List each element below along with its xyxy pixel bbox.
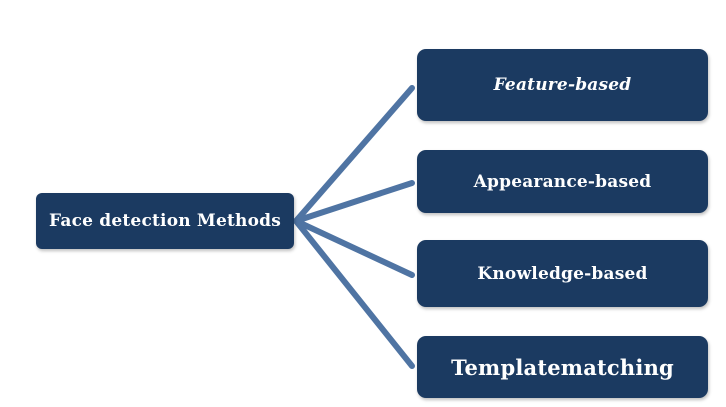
- child-node-label: Knowledge-based: [477, 263, 648, 284]
- connector-knowledge-based: [293, 218, 415, 278]
- child-node-feature-based: Feature-based: [417, 49, 708, 121]
- root-node-face-detection-methods: Face detection Methods: [36, 193, 294, 249]
- child-node-label: Feature-based: [493, 75, 632, 95]
- child-node-label: Appearance-based: [473, 171, 652, 192]
- child-node-appearance-based: Appearance-based: [417, 150, 708, 213]
- child-node-template-matching: Templatematching: [417, 336, 708, 398]
- root-node-label: Face detection Methods: [49, 211, 281, 231]
- child-node-label: Templatematching: [451, 354, 674, 380]
- connector-template-matching: [293, 218, 415, 369]
- connector-appearance-based: [293, 180, 415, 224]
- child-node-knowledge-based: Knowledge-based: [417, 240, 708, 307]
- connector-feature-based: [293, 85, 415, 224]
